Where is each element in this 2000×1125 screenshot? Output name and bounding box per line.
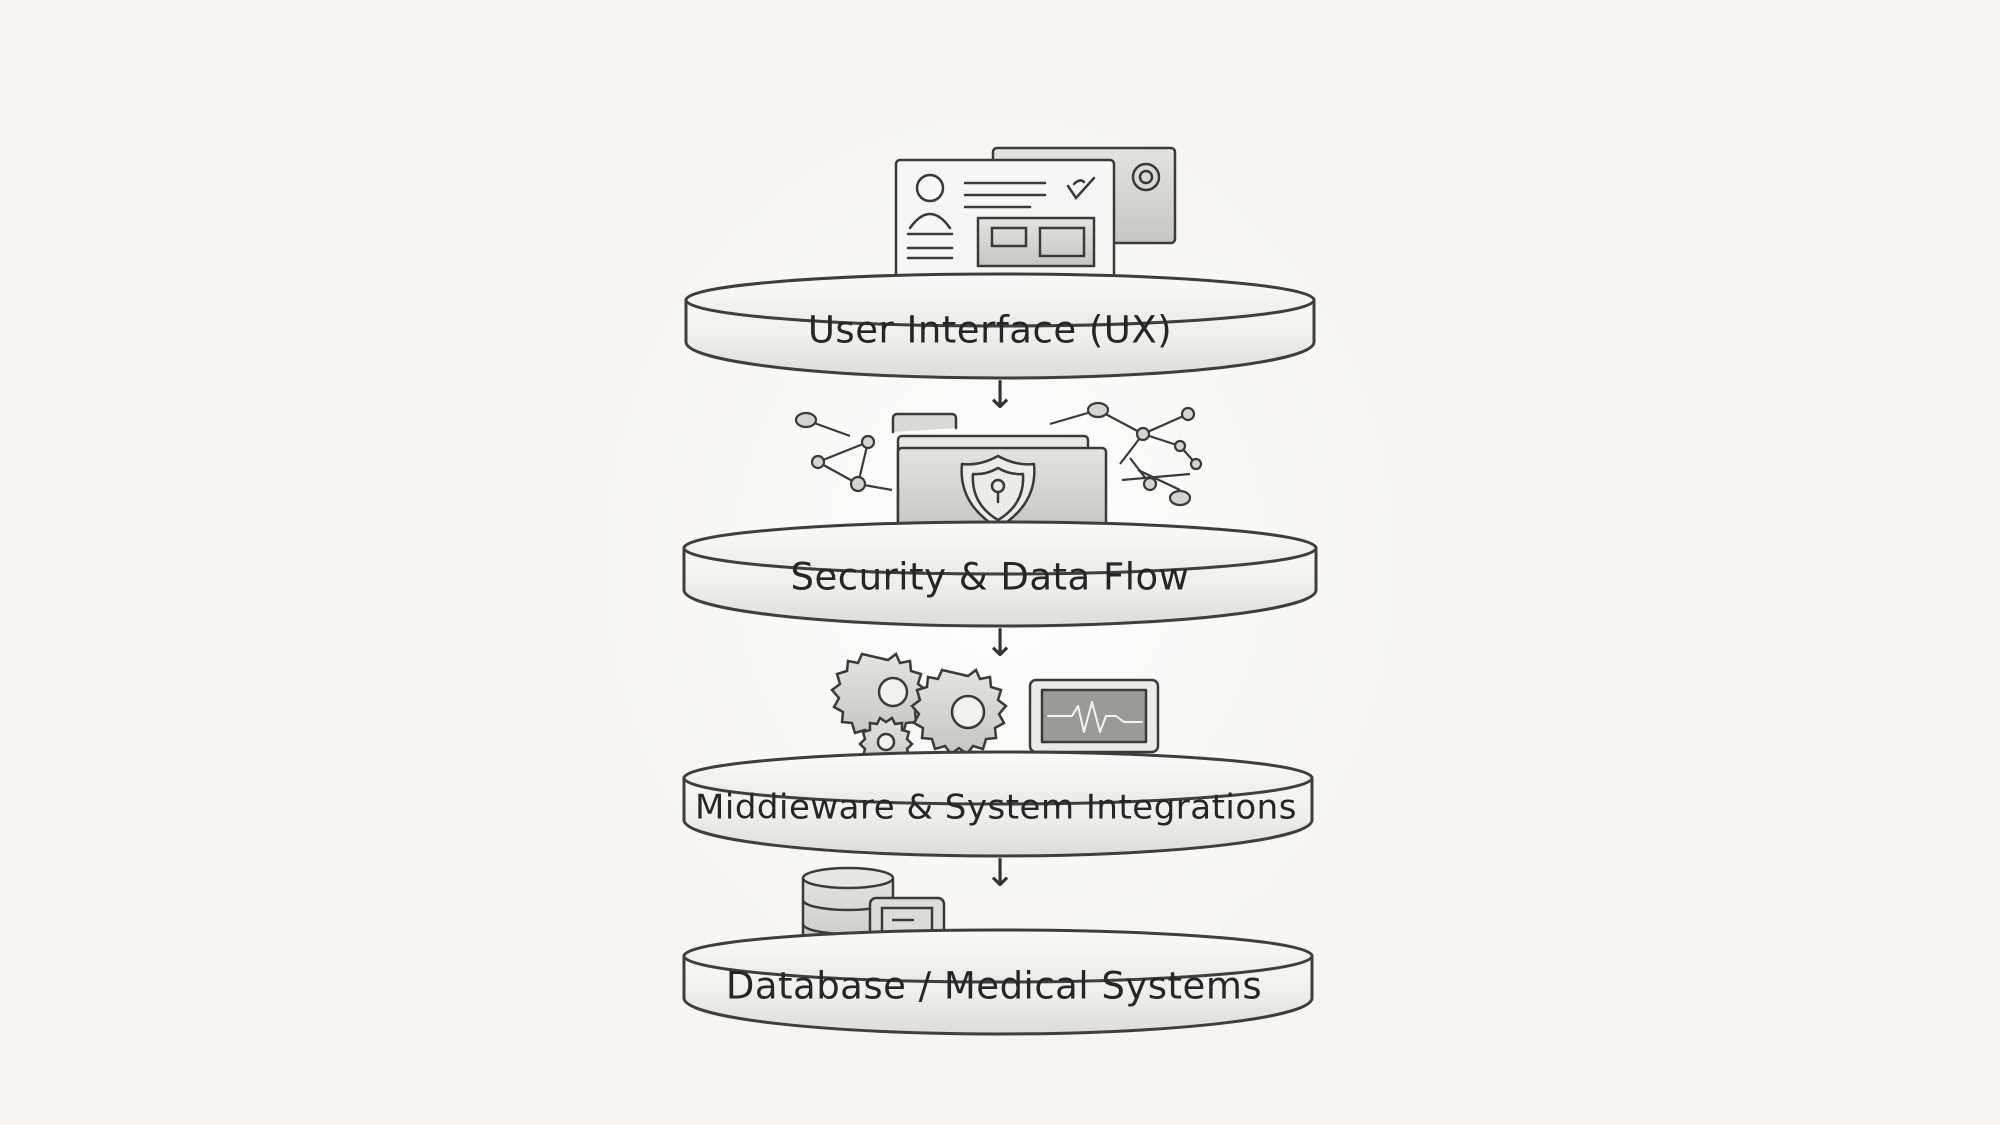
connector-arrows: ↓ ↓ ↓ xyxy=(984,373,1016,895)
monitor-icon xyxy=(1028,678,1160,760)
gears-icon xyxy=(830,652,1008,772)
layer-platform-ui: User Interface (UX) xyxy=(684,272,1316,380)
layer-label-security: Security & Data Flow xyxy=(791,556,1190,599)
layer-label-database: Database / Medical Systems xyxy=(726,965,1262,1008)
layer-platform-database: Database / Medical Systems xyxy=(682,928,1314,1036)
shield-folder-icon xyxy=(891,412,1108,534)
layer-label-ui: User Interface (UX) xyxy=(808,309,1172,352)
layer-platform-security: Security & Data Flow xyxy=(682,520,1318,628)
layer-platform-middleware: Middieware & System Integrations xyxy=(682,750,1314,858)
network-nodes-right-icon xyxy=(1049,401,1203,507)
connector-arrow-1: ↓ xyxy=(984,373,1016,417)
connector-arrow-3: ↓ xyxy=(984,851,1016,895)
ui-window-icon xyxy=(894,146,1177,280)
connector-arrow-2: ↓ xyxy=(984,621,1016,665)
layer-label-middleware: Middieware & System Integrations xyxy=(695,788,1297,828)
network-nodes-left-icon xyxy=(794,411,893,493)
